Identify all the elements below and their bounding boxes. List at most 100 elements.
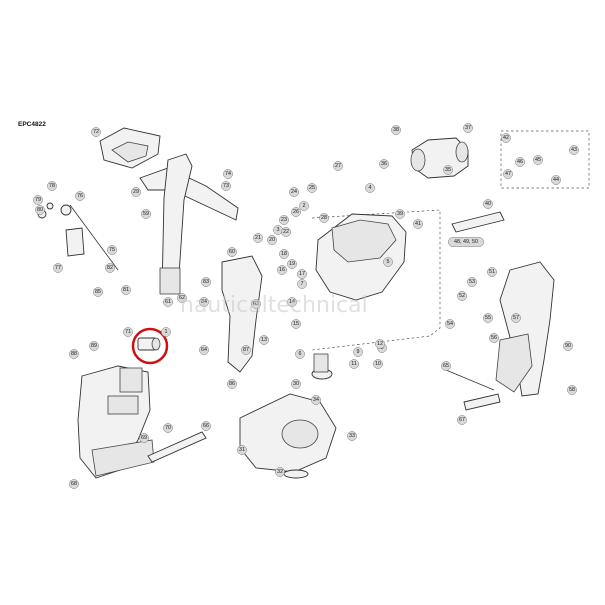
callout-label: 82 <box>107 265 113 271</box>
callout-bubble <box>569 145 579 155</box>
callout-83: 83 <box>201 277 211 287</box>
callout-12: 12 <box>375 339 385 349</box>
callout-bubble <box>395 209 405 219</box>
callout-label: 45 <box>535 157 541 163</box>
callout-24: 24 <box>289 187 299 197</box>
callout-38: 38 <box>391 125 401 135</box>
callout-label: 32 <box>277 469 283 475</box>
callout-bubble <box>511 313 521 323</box>
callout-53: 53 <box>467 277 477 287</box>
callout-31: 31 <box>237 445 247 455</box>
callout-22: 22 <box>281 227 291 237</box>
callout-bubble <box>223 169 233 179</box>
callout-label: 60 <box>229 249 235 255</box>
callout-55: 55 <box>483 313 493 323</box>
callout-36: 36 <box>379 159 389 169</box>
callout-bubble <box>139 433 149 443</box>
callout-bubble <box>279 249 289 259</box>
callout-66: 66 <box>201 421 211 431</box>
callout-37: 37 <box>463 123 473 133</box>
callout-label: 86 <box>229 381 235 387</box>
callout-label: 87 <box>243 347 249 353</box>
callout-bubble <box>467 277 477 287</box>
callout-bubble <box>445 319 455 329</box>
callout-bubble <box>93 287 103 297</box>
callout-label: 77 <box>55 265 61 271</box>
callout-bubble <box>487 267 497 277</box>
callout-bubble <box>35 205 45 215</box>
swivel-housing-top <box>331 219 397 263</box>
callout-76: 76 <box>75 191 85 201</box>
callout-label: 9 <box>357 349 360 355</box>
bushing-1-end <box>151 337 161 351</box>
callout-23: 23 <box>279 215 289 225</box>
callout-label: 26 <box>293 209 299 215</box>
callout-bubble <box>383 257 393 267</box>
callout-bubble <box>291 207 301 217</box>
callout-44: 44 <box>551 175 561 185</box>
callout-64: 64 <box>199 345 209 355</box>
callout-bubble <box>227 379 237 389</box>
callout-bubble <box>457 291 467 301</box>
callout-19: 19 <box>287 259 297 269</box>
callout-label: 48, 49, 50 <box>454 239 478 245</box>
callout-bubble <box>353 347 363 357</box>
callout-26: 26 <box>291 207 301 217</box>
actuator-37-port <box>455 141 469 163</box>
callout-28: 28 <box>319 213 329 223</box>
callout-bubble <box>515 157 525 167</box>
callout-label: 84 <box>201 299 207 305</box>
callout-label: 51 <box>489 269 495 275</box>
callout-label: 16 <box>279 267 285 273</box>
callout-bubble <box>489 333 499 343</box>
callout-bubble <box>413 219 423 229</box>
callout-label: 24 <box>291 189 297 195</box>
rod-65 <box>445 369 495 391</box>
callout-label: 61 <box>165 299 171 305</box>
callout-75: 75 <box>107 245 117 255</box>
tilt-cylinder-top <box>119 367 143 393</box>
callout-68: 68 <box>69 479 79 489</box>
callout-label: 39 <box>397 211 403 217</box>
callout-72: 72 <box>91 127 101 137</box>
callout-bubble <box>69 349 79 359</box>
callout-label: 1 <box>165 329 168 335</box>
callout-bubble <box>373 359 383 369</box>
callout-bubble <box>333 161 343 171</box>
callout-25: 25 <box>307 183 317 193</box>
callout-78: 78 <box>47 181 57 191</box>
callout-13: 13 <box>259 335 269 345</box>
callout-label: 21 <box>255 235 261 241</box>
callout-label: 44 <box>553 177 559 183</box>
callout-63: 63 <box>251 299 261 309</box>
callout-85: 85 <box>93 287 103 297</box>
callout-label: 33 <box>349 433 355 439</box>
callout-87: 87 <box>241 345 251 355</box>
callout-bubble <box>349 359 359 369</box>
callout-label: 59 <box>143 211 149 217</box>
callout-bubble <box>107 245 117 255</box>
callout-bubble <box>199 297 209 307</box>
callout-label: 67 <box>459 417 465 423</box>
tilt-cylinder-body <box>107 395 139 415</box>
callout-label: 47 <box>505 171 511 177</box>
callout-bubble <box>443 165 453 175</box>
callout-43: 43 <box>569 145 579 155</box>
callout-label: 53 <box>469 279 475 285</box>
callout-label: 29 <box>133 189 139 195</box>
callout-30: 30 <box>291 379 301 389</box>
callout-bubble <box>501 133 511 143</box>
callout-bubble <box>463 123 473 133</box>
callout-bubble <box>241 345 251 355</box>
callout-73: 73 <box>221 181 231 191</box>
callout-bubble <box>347 431 357 441</box>
callout-label: 41 <box>415 221 421 227</box>
callout-27: 27 <box>333 161 343 171</box>
callout-81: 81 <box>121 285 131 295</box>
callout-bubble <box>91 127 101 137</box>
callout-21: 21 <box>253 233 263 243</box>
callout-bubble <box>33 195 43 205</box>
callout-bubble <box>289 187 299 197</box>
sleeve-36 <box>313 353 329 373</box>
